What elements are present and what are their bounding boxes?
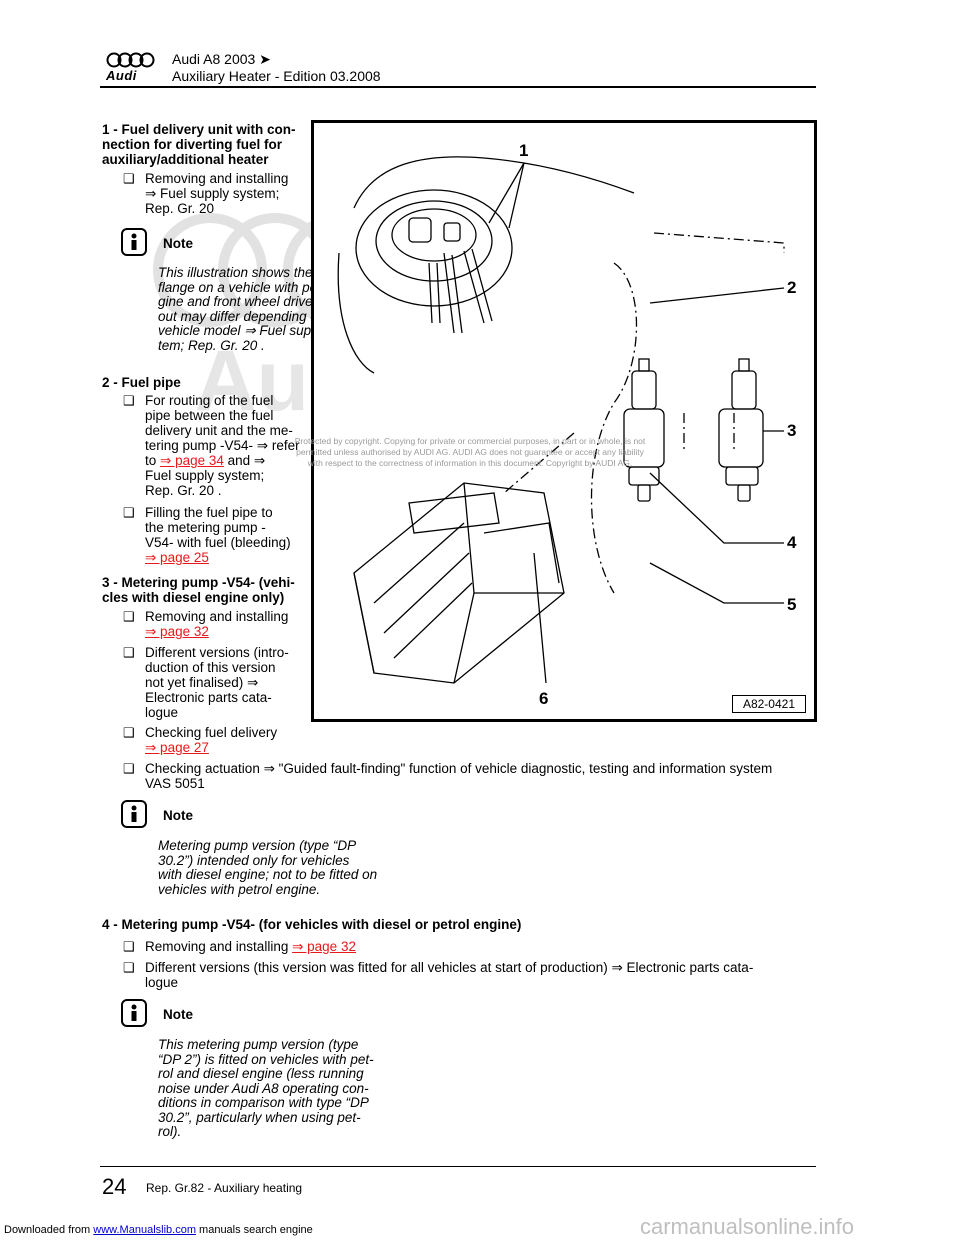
callout-4: 4 [787,533,797,552]
fuel-system-illustration [337,156,785,684]
bullet-icon: ❑ [123,505,135,520]
header-model: Audi A8 2003 ➤ [172,51,271,67]
page-25-link[interactable]: ⇒ page 25 [145,550,209,565]
callout-1: 1 [519,141,529,160]
item4-bullet2-text: Different versions (this version was fit… [145,960,754,990]
item2-heading: 2 - Fuel pipe [102,375,181,390]
figure-id: A82-0421 [731,695,806,713]
item3-bullet4-text: Checking actuation ⇒ "Guided fault-findi… [145,761,773,791]
item4-note-label: Note [163,1007,193,1022]
item3-heading: 3 - Metering pump -V54- (vehi- cles with… [102,575,295,605]
site-watermark: carmanualsonline.info [640,1214,855,1239]
download-suffix: manuals search engine [195,1224,313,1236]
bullet-icon: ❑ [123,939,135,954]
bullet-icon: ❑ [123,171,135,186]
header-rule [100,86,816,88]
callout-3: 3 [787,421,797,440]
item4-note-text: This metering pump version (type “DP 2”)… [158,1037,374,1139]
bullet-icon: ❑ [123,725,135,740]
item4-bullet1-text: Removing and installing [145,939,293,954]
bullet-icon: ❑ [123,393,135,408]
item2-bullet1-text-b: and ⇒ Fuel supply system; Rep. Gr. 20 . [145,453,266,498]
download-banner: Downloaded from www.Manualslib.com manua… [4,1224,313,1236]
item4-bullet1: Removing and installing ⇒ page 32 [145,939,356,954]
copyright-line-3: with respect to the correctness of infor… [307,458,633,468]
item3-note-text: Metering pump version (type “DP 30.2”) i… [158,838,378,897]
callout-5: 5 [787,595,797,614]
item2-bullet2-text: Filling the fuel pipe to the metering pu… [145,505,291,550]
bullet-icon: ❑ [123,609,135,624]
item4-heading: 4 - Metering pump -V54- (for vehicles wi… [102,917,522,932]
audi-rings-logo [106,52,155,68]
callout-6: 6 [539,689,549,708]
item3-bullet3-text: Checking fuel delivery [145,725,278,740]
item1-heading: 1 - Fuel delivery unit with con- nection… [102,122,296,167]
info-note-icon [121,228,147,256]
page-number: 24 [102,1174,127,1199]
audi-brand-text: Audi [106,68,137,83]
page-34-link[interactable]: ⇒ page 34 [160,453,224,468]
item1-note-label: Note [163,236,193,251]
footer-section: Rep. Gr.82 - Auxiliary heating [146,1181,303,1195]
info-note-icon [121,999,147,1027]
download-prefix: Downloaded from [4,1224,94,1236]
info-note-icon [121,800,147,828]
item1-bullet1-text: Removing and installing ⇒ Fuel supply sy… [145,171,289,216]
header-subtitle: Auxiliary Heater - Edition 03.2008 [172,68,381,84]
item2-bullet1-text-a: For routing of the fuel pipe between the… [145,393,300,468]
copyright-line-2: permitted unless authorised by AUDI AG. … [296,447,644,457]
bullet-icon: ❑ [123,761,135,776]
copyright-watermark: Protected by copyright. Copying for priv… [120,436,820,469]
manualslib-link[interactable]: www.Manualslib.com [93,1224,196,1236]
page-32-link[interactable]: ⇒ page 32 [145,624,209,639]
callout-2: 2 [787,278,797,297]
page-32-link[interactable]: ⇒ page 32 [292,939,356,954]
copyright-line-1: Protected by copyright. Copying for priv… [294,436,646,446]
illustration-frame: 1 2 3 4 5 6 A82-0421 [311,120,817,722]
bullet-icon: ❑ [123,960,135,975]
item2-bullet1: For routing of the fuel pipe between the… [145,393,310,498]
item3-note-label: Note [163,808,193,823]
item3-bullet2-text: Different versions (intro- duction of th… [145,645,289,720]
bullet-icon: ❑ [123,645,135,660]
item3-bullet1-text: Removing and installing [145,609,289,624]
footer-rule [100,1166,816,1167]
page-27-link[interactable]: ⇒ page 27 [145,740,209,755]
